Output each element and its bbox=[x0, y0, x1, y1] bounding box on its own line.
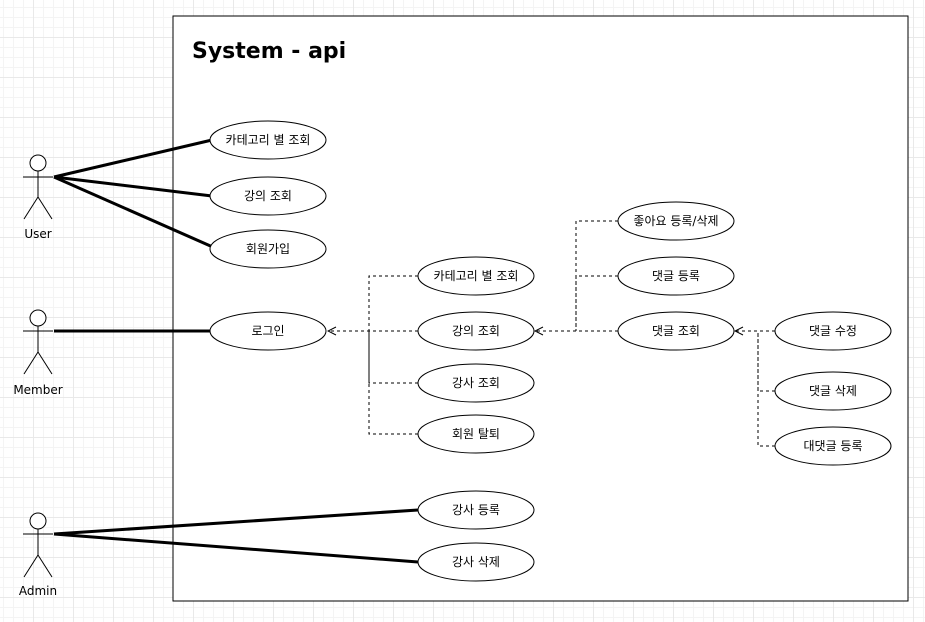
use-case-login[interactable]: 로그인 bbox=[209, 311, 327, 351]
actor-admin[interactable] bbox=[23, 512, 53, 578]
dep-category-login bbox=[368, 275, 418, 331]
actor-user-head bbox=[29, 154, 47, 172]
use-case-label: 회원 탈퇴 bbox=[452, 427, 500, 441]
use-case-label: 댓글 조회 bbox=[652, 324, 700, 338]
use-case-label: 강의 조회 bbox=[452, 324, 500, 338]
assoc-admin-teacher-add bbox=[53, 508, 419, 536]
use-case-withdraw[interactable]: 회원 탈퇴 bbox=[417, 414, 535, 454]
actor-admin-head bbox=[29, 512, 47, 530]
assoc-user-category bbox=[53, 138, 213, 179]
use-case-label: 댓글 등록 bbox=[652, 269, 700, 283]
use-case-label: 회원가입 bbox=[246, 242, 290, 256]
use-case-comment-view[interactable]: 댓글 조회 bbox=[617, 311, 735, 351]
use-case-teacher-delete[interactable]: 강사 삭제 bbox=[417, 542, 535, 582]
use-case-category-member[interactable]: 카테고리 별 조회 bbox=[417, 256, 535, 296]
use-case-comment-delete[interactable]: 댓글 삭제 bbox=[774, 371, 892, 411]
system-boundary[interactable] bbox=[172, 15, 909, 602]
dep-comment-delete-view bbox=[757, 331, 775, 392]
use-case-like[interactable]: 좋아요 등록/삭제 bbox=[617, 201, 735, 241]
use-case-category-user[interactable]: 카테고리 별 조회 bbox=[209, 120, 327, 160]
actor-member-head bbox=[29, 309, 47, 327]
use-case-label: 댓글 삭제 bbox=[809, 384, 857, 398]
system-title: System - api bbox=[192, 39, 346, 64]
use-case-label: 대댓글 등록 bbox=[803, 439, 862, 453]
actor-member-label: Member bbox=[13, 383, 62, 397]
use-case-teacher-view[interactable]: 강사 조회 bbox=[417, 363, 535, 403]
use-case-label: 강사 등록 bbox=[452, 503, 500, 517]
use-case-signup[interactable]: 회원가입 bbox=[209, 229, 327, 269]
assoc-user-signup bbox=[53, 175, 216, 250]
use-case-label: 강의 조회 bbox=[244, 189, 292, 203]
use-case-comment-edit[interactable]: 댓글 수정 bbox=[774, 311, 892, 351]
use-case-label: 카테고리 별 조회 bbox=[226, 133, 311, 147]
use-case-label: 카테고리 별 조회 bbox=[434, 269, 519, 283]
use-case-label: 강사 삭제 bbox=[452, 555, 500, 569]
actor-user-label: User bbox=[24, 227, 51, 241]
use-case-label: 댓글 수정 bbox=[809, 324, 857, 338]
use-case-lecture-member[interactable]: 강의 조회 bbox=[417, 311, 535, 351]
use-case-label: 좋아요 등록/삭제 bbox=[633, 214, 718, 228]
use-case-reply-add[interactable]: 대댓글 등록 bbox=[774, 426, 892, 466]
use-case-teacher-add[interactable]: 강사 등록 bbox=[417, 490, 535, 530]
use-case-lecture-user[interactable]: 강의 조회 bbox=[209, 176, 327, 216]
use-case-comment-add[interactable]: 댓글 등록 bbox=[617, 256, 735, 296]
dep-withdraw-login bbox=[368, 331, 418, 435]
assoc-admin-teacher-delete bbox=[53, 532, 419, 564]
assoc-user-lecture bbox=[53, 175, 213, 198]
use-case-label: 로그인 bbox=[251, 324, 284, 338]
dep-teacher-view-login bbox=[368, 331, 418, 384]
actor-admin-label: Admin bbox=[19, 584, 57, 598]
actor-member[interactable] bbox=[23, 309, 53, 375]
use-case-label: 강사 조회 bbox=[452, 376, 500, 390]
associations bbox=[53, 138, 419, 564]
dependencies bbox=[328, 220, 775, 447]
dep-comment-add-lecture bbox=[575, 275, 618, 331]
actor-user[interactable] bbox=[23, 154, 53, 220]
